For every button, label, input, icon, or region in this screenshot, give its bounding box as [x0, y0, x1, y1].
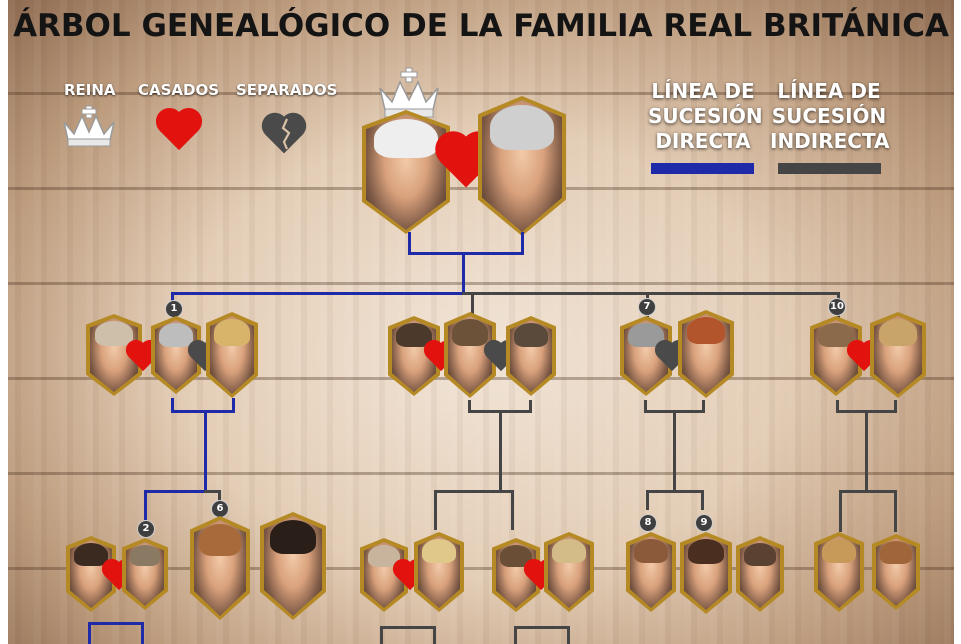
edge: [514, 626, 570, 629]
page-title: ÁRBOL GENEALÓGICO DE LA FAMILIA REAL BRI…: [13, 8, 949, 44]
edge: [462, 292, 840, 295]
direct-line-label: LÍNEA DE SUCESIÓN DIRECTA: [648, 79, 763, 153]
edge: [380, 626, 436, 629]
indirect-line-label: LÍNEA DE SUCESIÓN INDIRECTA: [770, 79, 890, 153]
edge: [646, 490, 649, 510]
edge: [701, 490, 704, 510]
edge: [499, 410, 502, 492]
edge: [839, 490, 842, 532]
edge: [514, 626, 517, 644]
edge: [468, 400, 471, 412]
edge: [511, 490, 514, 530]
edge: [171, 292, 465, 295]
succession-badge: 1: [165, 300, 183, 318]
edge: [144, 490, 147, 520]
succession-badge: 7: [638, 298, 656, 316]
edge: [646, 490, 704, 493]
portrait-gen3-2: [122, 538, 168, 610]
edge: [408, 232, 411, 254]
edge: [462, 252, 465, 295]
edge: [521, 232, 524, 254]
succession-badge: 6: [211, 500, 229, 518]
portrait-group3-b: [678, 310, 734, 398]
edge: [865, 410, 868, 492]
direct-line-swatch: [651, 163, 754, 174]
edge: [567, 626, 570, 644]
edge: [88, 622, 144, 625]
legend-queen-label: REINA: [64, 81, 116, 99]
indirect-line-swatch: [778, 163, 881, 174]
edge: [894, 400, 897, 412]
edge: [171, 410, 235, 413]
edge: [204, 410, 207, 492]
legend-married-label: CASADOS: [138, 81, 220, 99]
edge: [434, 490, 437, 530]
edge: [141, 622, 144, 644]
succession-badge: 8: [639, 514, 657, 532]
edge: [434, 490, 514, 493]
portrait-group4-b: [870, 312, 926, 398]
edge: [673, 410, 676, 492]
edge: [836, 400, 839, 412]
edge: [529, 400, 532, 412]
portrait-gen3-9: [626, 532, 676, 612]
family-tree-board: ÁRBOL GENEALÓGICO DE LA FAMILIA REAL BRI…: [8, 0, 954, 644]
edge: [839, 490, 897, 493]
edge: [644, 400, 647, 412]
edge: [380, 626, 383, 644]
edge: [88, 622, 91, 644]
broken-heart-icon: [265, 116, 303, 154]
crown-icon: [63, 105, 115, 147]
succession-badge: 2: [137, 520, 155, 538]
portrait-queen: [362, 110, 450, 234]
edge: [232, 398, 235, 412]
edge: [204, 490, 220, 493]
edge: [894, 490, 897, 532]
edge: [144, 490, 207, 493]
edge: [408, 252, 524, 255]
succession-badge: 9: [695, 514, 713, 532]
edge: [702, 400, 705, 412]
edge: [171, 398, 174, 412]
succession-badge: 10: [828, 298, 846, 316]
legend-separated-label: SEPARADOS: [236, 81, 338, 99]
edge: [471, 292, 474, 318]
edge: [433, 626, 436, 644]
